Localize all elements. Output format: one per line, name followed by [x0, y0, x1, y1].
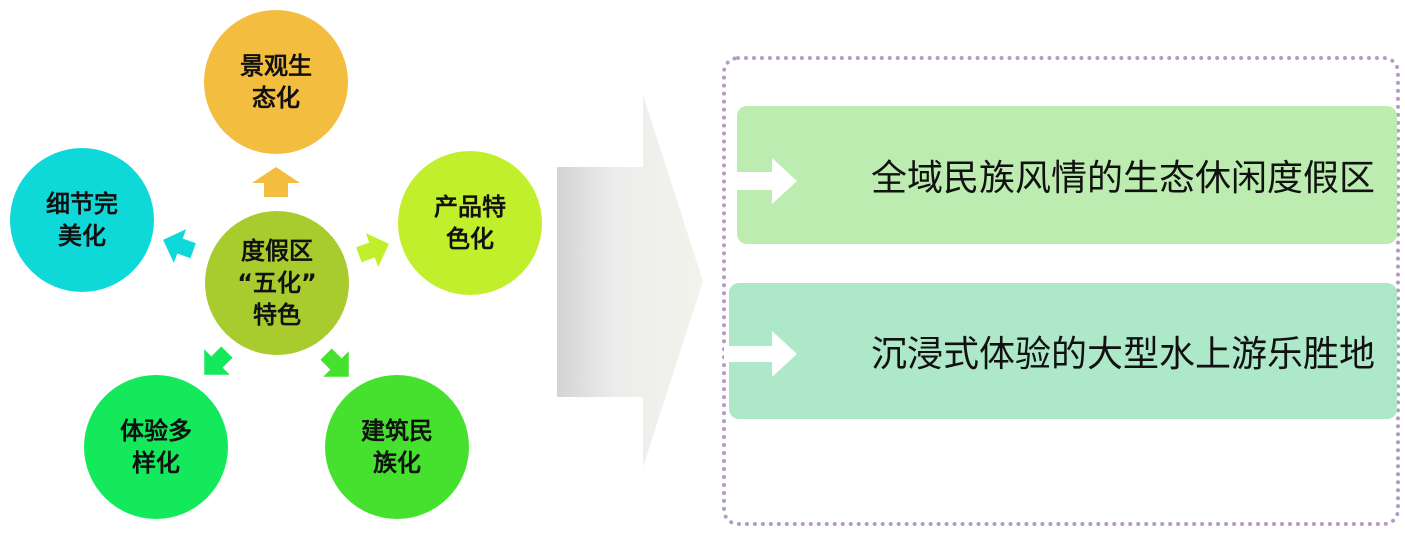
node-right: 产品特 色化	[398, 151, 542, 295]
result-band-1: 全域民族风情的生态休闲度假区	[737, 106, 1397, 244]
node-top-label: 景观生 态化	[240, 52, 312, 112]
center-circle: 度假区 “五化” 特色	[205, 211, 349, 355]
arrow-to-bottom-right	[320, 348, 349, 377]
result-label-2: 沉浸式体验的大型水上游乐胜地	[870, 334, 1375, 375]
node-left-label: 细节完 美化	[46, 190, 118, 250]
result-band-2: 沉浸式体验的大型水上游乐胜地	[729, 283, 1397, 419]
result-label-1: 全域民族风情的生态休闲度假区	[870, 158, 1375, 199]
big-arrow	[557, 95, 703, 467]
node-bottom-right: 建筑民 族化	[325, 375, 469, 519]
arrow-to-bottom-left	[204, 346, 233, 375]
node-top: 景观生 态化	[204, 10, 348, 154]
node-bottom-right-label: 建筑民 族化	[361, 417, 433, 477]
node-bottom-left-label: 体验多 样化	[120, 417, 192, 477]
results-panel	[722, 56, 1400, 526]
arrow-to-right	[356, 233, 389, 267]
arrow-to-left	[163, 229, 196, 263]
arrow-to-top	[252, 167, 300, 197]
node-left: 细节完 美化	[10, 148, 154, 292]
center-label: 度假区 “五化” 特色	[237, 237, 317, 329]
node-bottom-left: 体验多 样化	[84, 375, 228, 519]
node-right-label: 产品特 色化	[434, 193, 506, 253]
